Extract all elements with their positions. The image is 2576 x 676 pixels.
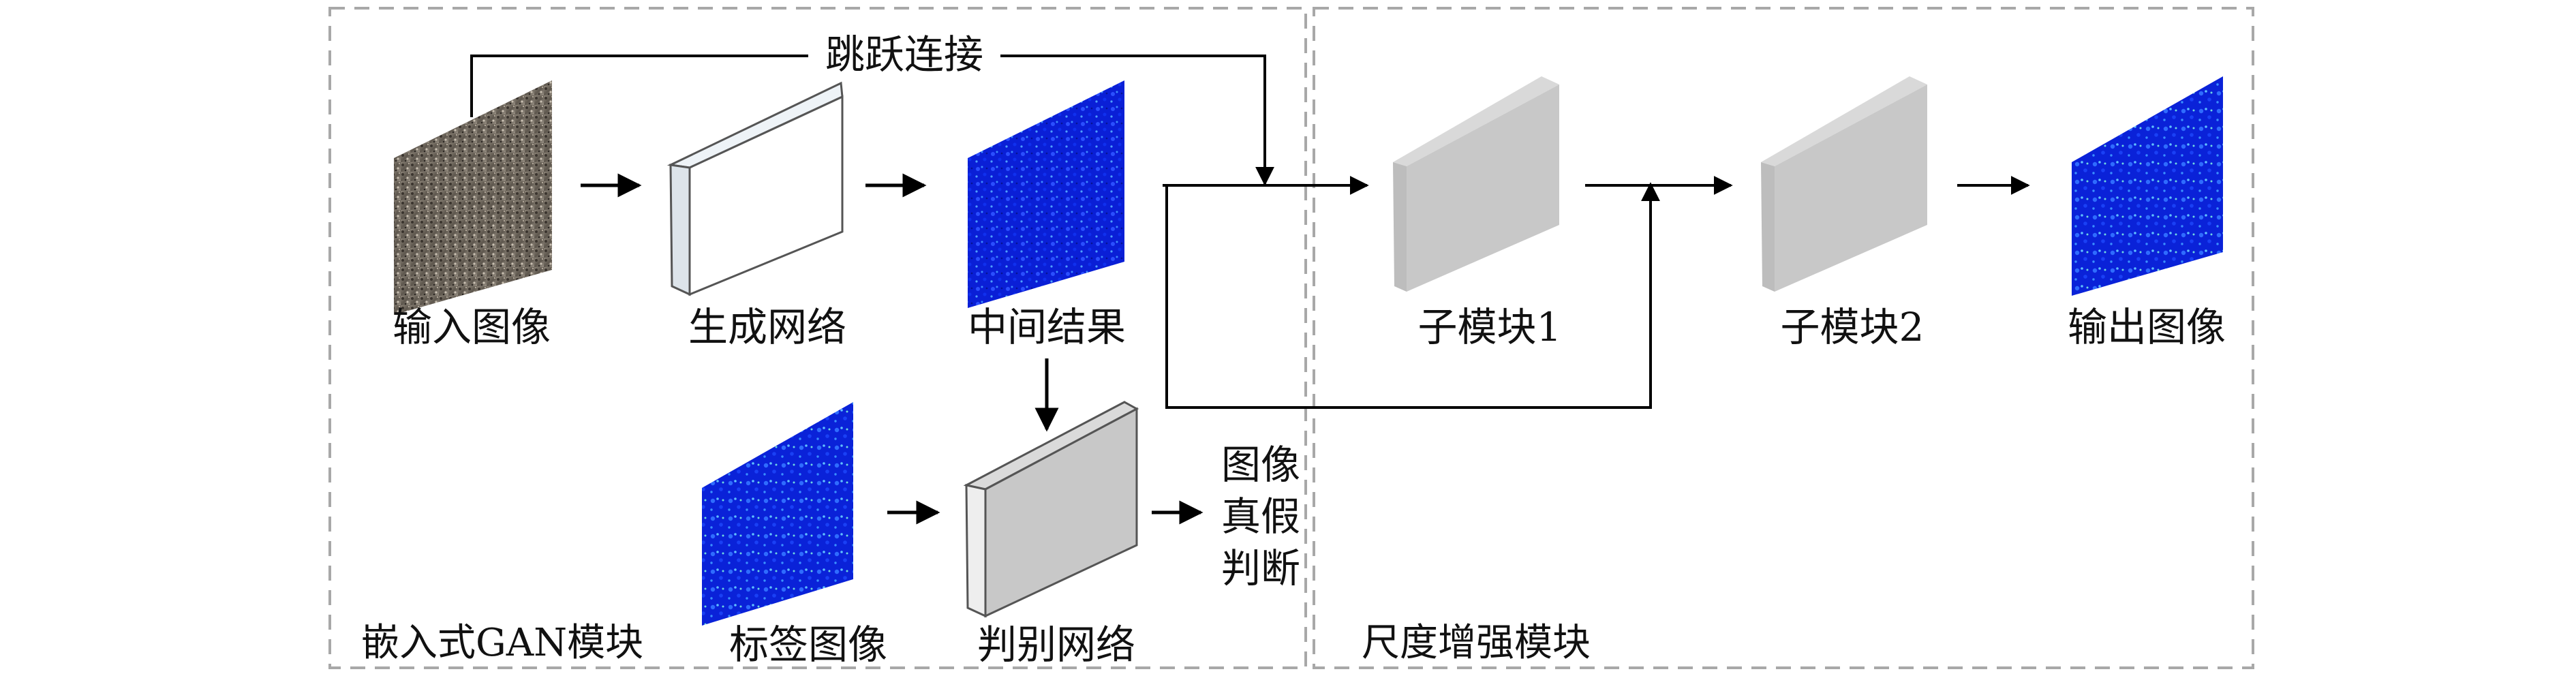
judgement-line2: 真假 — [1221, 493, 1300, 540]
generator-block — [666, 81, 844, 296]
discriminator-block — [963, 401, 1139, 618]
intermediate-image — [968, 80, 1124, 308]
output-label: 输出图像 — [2068, 304, 2226, 350]
generator-label: 生成网络 — [688, 304, 846, 350]
skip-label: 跳跃连接 — [825, 31, 983, 78]
label-image — [702, 402, 853, 626]
sub-module-1-block — [1393, 76, 1559, 292]
gan-section-box — [328, 7, 1307, 669]
input-image — [394, 80, 552, 315]
skip-label-bg — [808, 29, 1000, 80]
sub2-label: 子模块2 — [1781, 304, 1925, 350]
sub1-label: 子模块1 — [1418, 304, 1562, 350]
judgement-line3: 判断 — [1221, 545, 1300, 592]
scale-section-title: 尺度增强模块 — [1362, 621, 1591, 665]
sub-module-2-block — [1761, 76, 1927, 292]
scale-section-box — [1313, 7, 2254, 669]
gan-section-title: 嵌入式GAN模块 — [361, 621, 643, 665]
discriminator-label: 判别网络 — [977, 621, 1135, 668]
output-image — [2072, 76, 2223, 296]
bypass-connection-line — [1165, 182, 1660, 409]
input-label: 输入图像 — [393, 304, 551, 350]
label-image-label: 标签图像 — [729, 621, 887, 668]
judgement-line1: 图像 — [1221, 442, 1300, 488]
intermediate-label: 中间结果 — [968, 304, 1126, 350]
